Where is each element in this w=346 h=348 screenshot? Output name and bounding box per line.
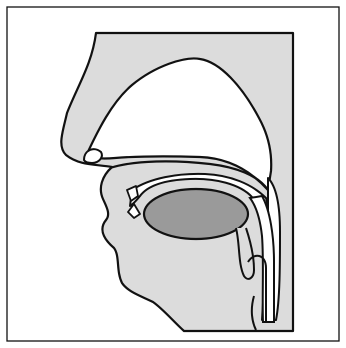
tongue [144,189,248,239]
nostril [84,149,102,163]
